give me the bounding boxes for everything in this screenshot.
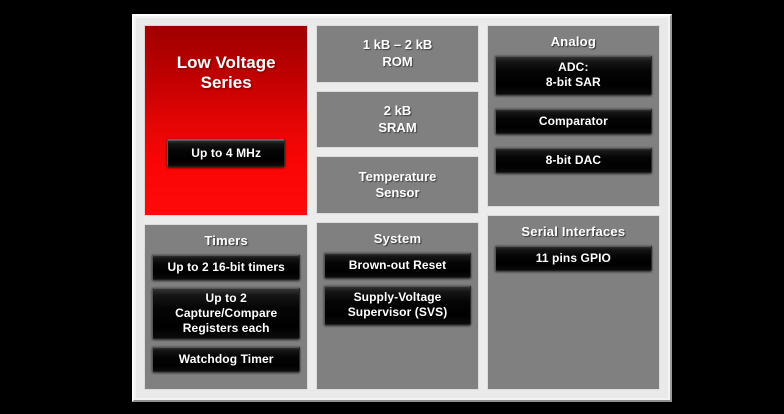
button-capture-compare-line2: Capture/Compare bbox=[175, 305, 278, 320]
button-comparator[interactable]: Comparator bbox=[494, 108, 652, 135]
panel-timers: Timers Up to 2 16-bit timers Up to 2 Cap… bbox=[144, 223, 309, 391]
panel-rom-line2: ROM bbox=[382, 53, 413, 69]
panel-serial-interfaces: Serial Interfaces 11 pins GPIO bbox=[486, 215, 660, 390]
button-capture-compare[interactable]: Up to 2 Capture/Compare Registers each bbox=[152, 287, 301, 340]
panel-sram-text: 2 kB SRAM bbox=[317, 92, 477, 148]
hero-title: Low Voltage Series bbox=[177, 53, 276, 94]
panel-analog-title: Analog bbox=[550, 34, 596, 49]
diagram-grid: Low Voltage Series Up to 4 MHz Timers Up… bbox=[144, 25, 660, 391]
button-clock-speed[interactable]: Up to 4 MHz bbox=[167, 139, 286, 167]
panel-temp-line1: Temperature bbox=[358, 168, 437, 184]
button-capture-compare-line3: Registers each bbox=[182, 320, 270, 335]
button-svs-line1: Supply-Voltage bbox=[353, 290, 442, 305]
button-dac[interactable]: 8-bit DAC bbox=[494, 147, 652, 174]
column-middle: 1 kB – 2 kB ROM 2 kB SRAM bbox=[316, 25, 479, 390]
button-watchdog-timer[interactable]: Watchdog Timer bbox=[152, 346, 301, 373]
panel-system: System Brown-out Reset Supply-Voltage Su… bbox=[316, 222, 479, 390]
panel-analog: Analog ADC: 8-bit SAR Comparator 8-bit D… bbox=[486, 25, 660, 207]
button-adc-line1: ADC: bbox=[558, 60, 589, 75]
button-gpio[interactable]: 11 pins GPIO bbox=[494, 245, 652, 272]
column-left: Low Voltage Series Up to 4 MHz Timers Up… bbox=[144, 25, 309, 391]
panel-rom-text: 1 kB – 2 kB ROM bbox=[317, 26, 477, 82]
hero-button-row: Up to 4 MHz bbox=[145, 139, 307, 167]
button-adc-line2: 8-bit SAR bbox=[545, 75, 601, 90]
diagram-frame: Low Voltage Series Up to 4 MHz Timers Up… bbox=[132, 14, 672, 402]
button-brown-out-reset[interactable]: Brown-out Reset bbox=[324, 252, 471, 279]
button-supply-voltage-supervisor[interactable]: Supply-Voltage Supervisor (SVS) bbox=[324, 285, 471, 326]
panel-sram-line1: 2 kB bbox=[383, 102, 412, 118]
panel-serial-title: Serial Interfaces bbox=[521, 224, 626, 239]
panel-sram-line2: SRAM bbox=[378, 119, 417, 135]
panel-sram: 2 kB SRAM bbox=[316, 90, 479, 149]
analog-button-stack: ADC: 8-bit SAR Comparator 8-bit DAC bbox=[494, 55, 652, 174]
panel-temperature-sensor: Temperature Sensor bbox=[316, 156, 479, 215]
column-right: Analog ADC: 8-bit SAR Comparator 8-bit D… bbox=[486, 25, 660, 390]
panel-system-title: System bbox=[373, 231, 422, 247]
timers-button-stack: Up to 2 16-bit timers Up to 2 Capture/Co… bbox=[152, 254, 301, 373]
hero-title-line1: Low Voltage bbox=[176, 53, 276, 72]
panel-rom-line1: 1 kB – 2 kB bbox=[362, 37, 433, 53]
panel-low-voltage-series: Low Voltage Series Up to 4 MHz bbox=[144, 25, 309, 216]
panel-temp-line2: Sensor bbox=[375, 185, 420, 201]
hero-title-line2: Series bbox=[200, 73, 252, 93]
button-svs-line2: Supervisor (SVS) bbox=[347, 305, 448, 320]
panel-rom: 1 kB – 2 kB ROM bbox=[316, 25, 479, 83]
panel-timers-title: Timers bbox=[204, 232, 248, 248]
button-capture-compare-line1: Up to 2 bbox=[205, 290, 247, 305]
button-adc[interactable]: ADC: 8-bit SAR bbox=[494, 55, 652, 96]
serial-button-stack: 11 pins GPIO bbox=[494, 245, 652, 272]
panel-temperature-sensor-text: Temperature Sensor bbox=[317, 157, 477, 213]
button-16bit-timers[interactable]: Up to 2 16-bit timers bbox=[152, 254, 301, 281]
system-button-stack: Brown-out Reset Supply-Voltage Superviso… bbox=[324, 252, 471, 326]
